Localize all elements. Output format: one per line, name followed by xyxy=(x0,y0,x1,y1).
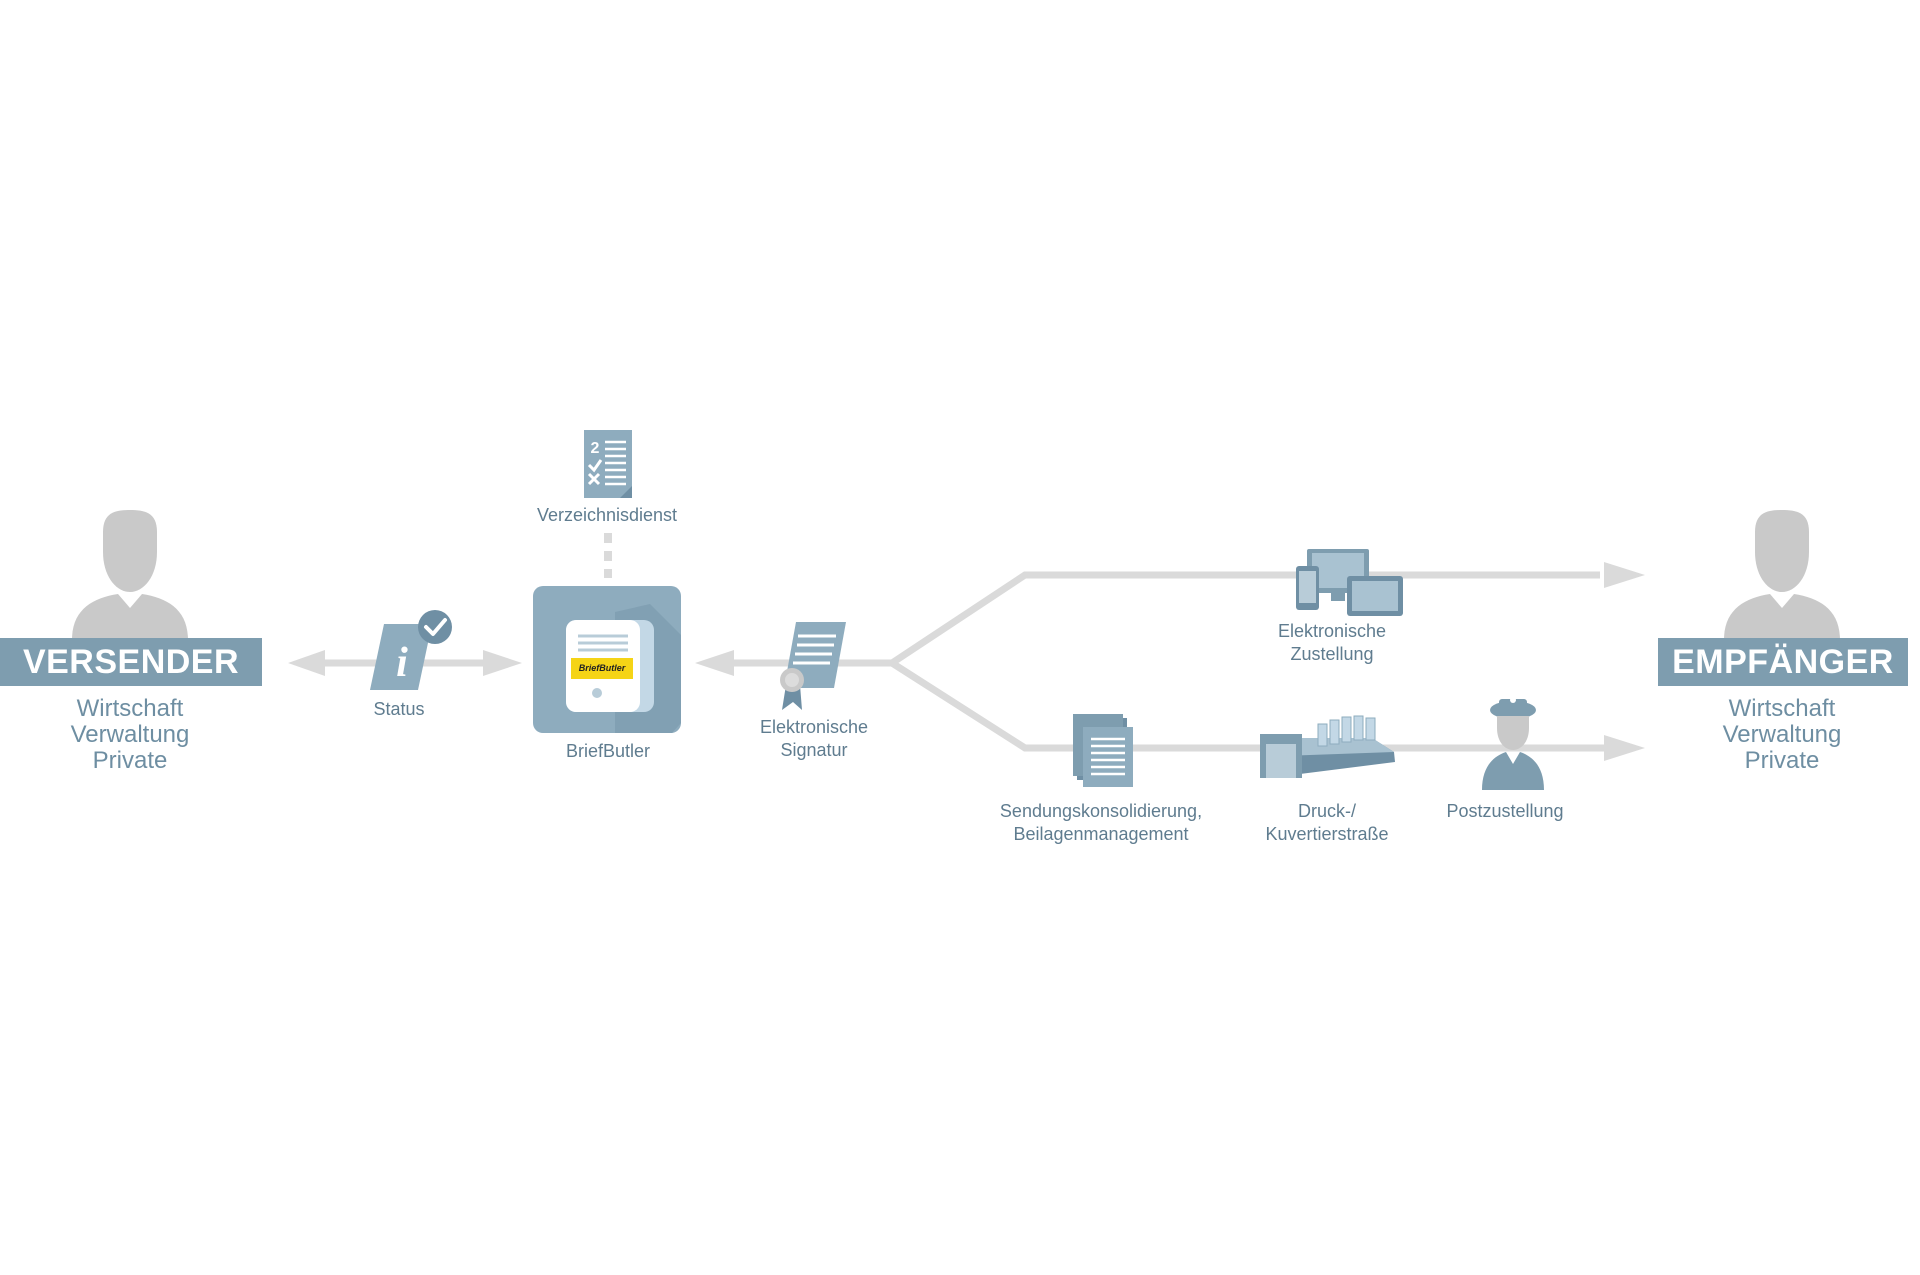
postzustellung-label: Postzustellung xyxy=(1446,801,1564,821)
verzeichnisdienst-label: Verzeichnisdienst xyxy=(536,505,678,525)
checklist-icon: 2 xyxy=(584,430,632,498)
arrow-lower-receiver xyxy=(1604,735,1645,761)
lower-branch-line xyxy=(890,660,1610,752)
info-check-icon: i xyxy=(370,610,452,690)
receiver-categories: Wirtschaft Verwaltung Private xyxy=(1723,696,1842,774)
receiver-banner: EMPFÄNGER xyxy=(1658,638,1908,686)
briefbutler-logo-text: BriefButler xyxy=(579,663,626,673)
signatur-label-line: Elektronische xyxy=(759,717,869,737)
elektronische-zustellung-label: Elektronische Zustellung xyxy=(1278,620,1386,666)
receiver-category: Wirtschaft xyxy=(1728,695,1836,722)
sender-categories: Wirtschaft Verwaltung Private xyxy=(71,696,190,774)
svg-text:i: i xyxy=(396,640,408,686)
sender-category: Private xyxy=(92,747,168,774)
druck-label: Druck-/ Kuvertierstraße xyxy=(1265,800,1388,846)
arrow-upper-receiver xyxy=(1604,562,1645,588)
sendungskonsolidierung-label-line: Sendungskonsolidierung, xyxy=(999,801,1203,821)
certificate-icon xyxy=(780,622,846,710)
printing-line-icon xyxy=(1260,715,1395,778)
arrowheads xyxy=(288,562,1645,761)
arrow-to-briefbutler xyxy=(483,650,522,676)
arrow-from-signatur xyxy=(695,650,734,676)
elektronische-zustellung-label-line: Zustellung xyxy=(1290,644,1374,664)
signatur-label: Elektronische Signatur xyxy=(760,716,868,762)
sender-category: Verwaltung xyxy=(70,721,190,748)
sender-category: Wirtschaft xyxy=(76,695,184,722)
elektronische-zustellung-label-line: Elektronische xyxy=(1277,621,1387,641)
arrow-to-sender xyxy=(288,650,325,676)
sender-banner: VERSENDER xyxy=(0,638,262,686)
server-icon: BriefButler xyxy=(533,586,681,733)
receiver-category: Private xyxy=(1744,747,1820,774)
document-stack-icon xyxy=(1073,714,1133,787)
upper-branch-line xyxy=(890,571,1600,666)
signatur-label-line: Signatur xyxy=(780,740,848,760)
sendungskonsolidierung-label-line: Beilagenmanagement xyxy=(1013,824,1189,844)
briefbutler-label: BriefButler xyxy=(565,741,651,761)
person-icon xyxy=(1724,510,1840,640)
devices-icon xyxy=(1296,549,1403,616)
svg-text:2: 2 xyxy=(591,440,600,457)
receiver-category: Verwaltung xyxy=(1722,721,1842,748)
druck-label-line: Kuvertierstraße xyxy=(1265,824,1389,844)
person-icon xyxy=(72,510,188,640)
druck-label-line: Druck-/ xyxy=(1297,801,1356,821)
status-label: Status xyxy=(373,699,425,719)
mail-carrier-icon xyxy=(1482,697,1544,790)
sendungskonsolidierung-label: Sendungskonsolidierung, Beilagenmanageme… xyxy=(1000,800,1202,846)
connectors xyxy=(312,533,1610,752)
